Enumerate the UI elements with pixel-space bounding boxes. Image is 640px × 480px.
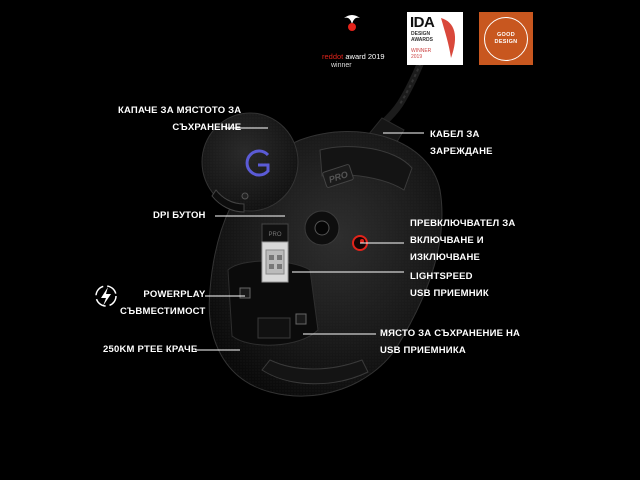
callout-power-switch: ПРЕВКЛЮЧВАТЕЛ ЗА ВКЛЮЧВАНЕ И ИЗКЛЮЧВАНЕ	[410, 218, 516, 263]
callout-receiver-storage: МЯСТО ЗА СЪХРАНЕНИЕ НА USB ПРИЕМНИКА	[380, 328, 521, 356]
ida-title: IDA	[410, 14, 435, 31]
good-design-award: GOOD DESIGN	[479, 12, 533, 65]
reddot-award: reddot award 2019 winner	[322, 12, 402, 69]
usb-receiver: PRO	[261, 223, 289, 283]
callout-charging-cable: КАБЕЛ ЗА ЗАРЕЖДАНЕ	[430, 129, 493, 157]
good-design-circle: GOOD DESIGN	[484, 16, 528, 61]
powerplay-lightning-icon	[95, 285, 117, 307]
callout-ptfe-feet: 250KM PTEE КРАЧЕ	[103, 344, 198, 355]
callout-lightspeed-receiver: LIGHTSPEED USB ПРИЕМНИК	[410, 271, 489, 299]
ida-bird-icon	[441, 18, 456, 58]
callout-dpi-button: DPI БУТОН	[153, 210, 206, 221]
svg-text:PRO: PRO	[268, 232, 281, 238]
reddot-winner: winner	[331, 62, 352, 69]
callout-powerplay: POWERPLAY СЪВМЕСТИМОСТ	[120, 289, 206, 317]
reddot-award-line: reddot award 2019	[322, 52, 385, 61]
callout-storage-lid: КАПАЧЕ ЗА МЯСТОТО ЗА СЪХРАНЕНИЕ	[118, 105, 242, 133]
pro-badge: PRO	[322, 164, 354, 188]
reddot-logo-icon	[344, 15, 360, 31]
ptfe-foot-bottom	[261, 359, 369, 385]
logitech-g-logo	[245, 149, 270, 177]
